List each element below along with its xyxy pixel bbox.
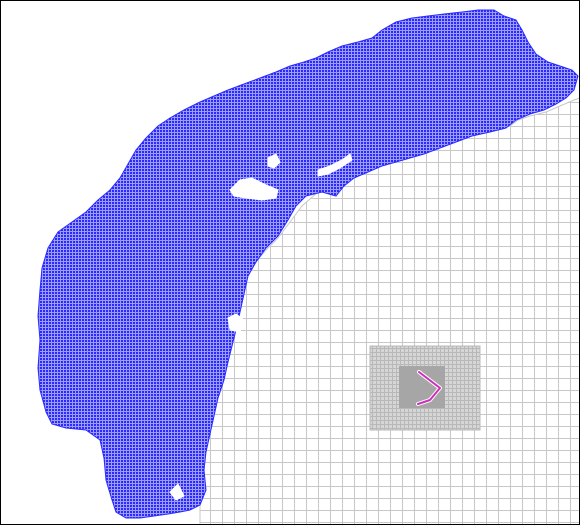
track-line — [417, 371, 441, 405]
inlet-shore — [227, 313, 245, 333]
island-south — [169, 483, 185, 501]
island-north — [267, 153, 281, 169]
island-east — [317, 153, 353, 177]
land-mesh — [37, 9, 579, 519]
island-west — [229, 177, 279, 201]
